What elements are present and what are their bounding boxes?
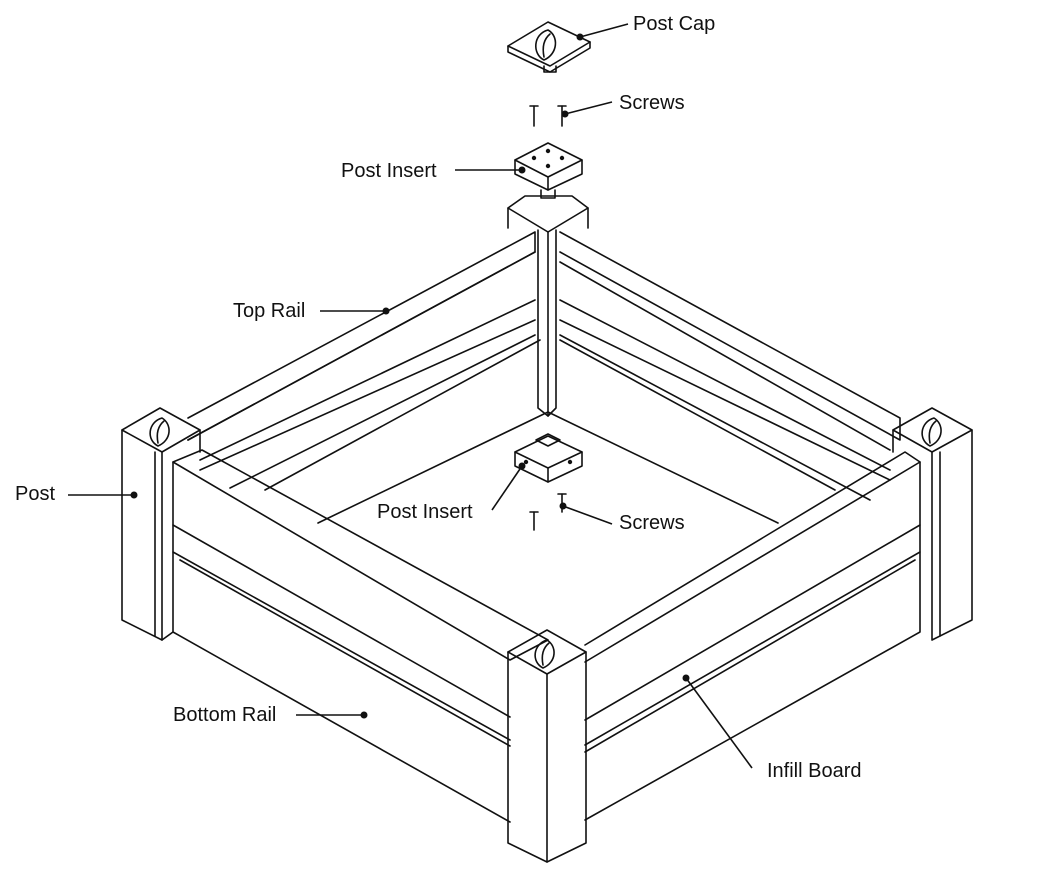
right-post xyxy=(892,407,973,641)
label-post-cap: Post Cap xyxy=(633,13,715,35)
label-post: Post xyxy=(15,483,55,505)
label-screws-top: Screws xyxy=(619,92,685,114)
back-left-side xyxy=(187,231,536,489)
label-post-insert-bottom: Post Insert xyxy=(377,501,473,523)
planter-interior xyxy=(264,339,836,524)
label-top-rail: Top Rail xyxy=(233,300,305,322)
back-post xyxy=(507,195,589,417)
left-post xyxy=(121,407,201,641)
front-post xyxy=(507,629,587,863)
screws-bottom-part xyxy=(529,493,567,531)
label-screws-bottom: Screws xyxy=(619,512,685,534)
front-left-side xyxy=(172,449,549,823)
callout-labels: Post Cap Screws Post Insert Top Rail Pos… xyxy=(15,13,862,782)
label-infill-board: Infill Board xyxy=(767,760,862,782)
label-post-insert-top: Post Insert xyxy=(341,160,437,182)
callout-leaders xyxy=(68,23,753,769)
label-bottom-rail: Bottom Rail xyxy=(173,704,276,726)
front-right-side xyxy=(584,451,921,821)
screws-top-part xyxy=(529,105,567,127)
post-insert-bottom-part xyxy=(514,433,583,483)
back-right-side xyxy=(559,231,901,501)
post-cap-part xyxy=(507,21,591,73)
